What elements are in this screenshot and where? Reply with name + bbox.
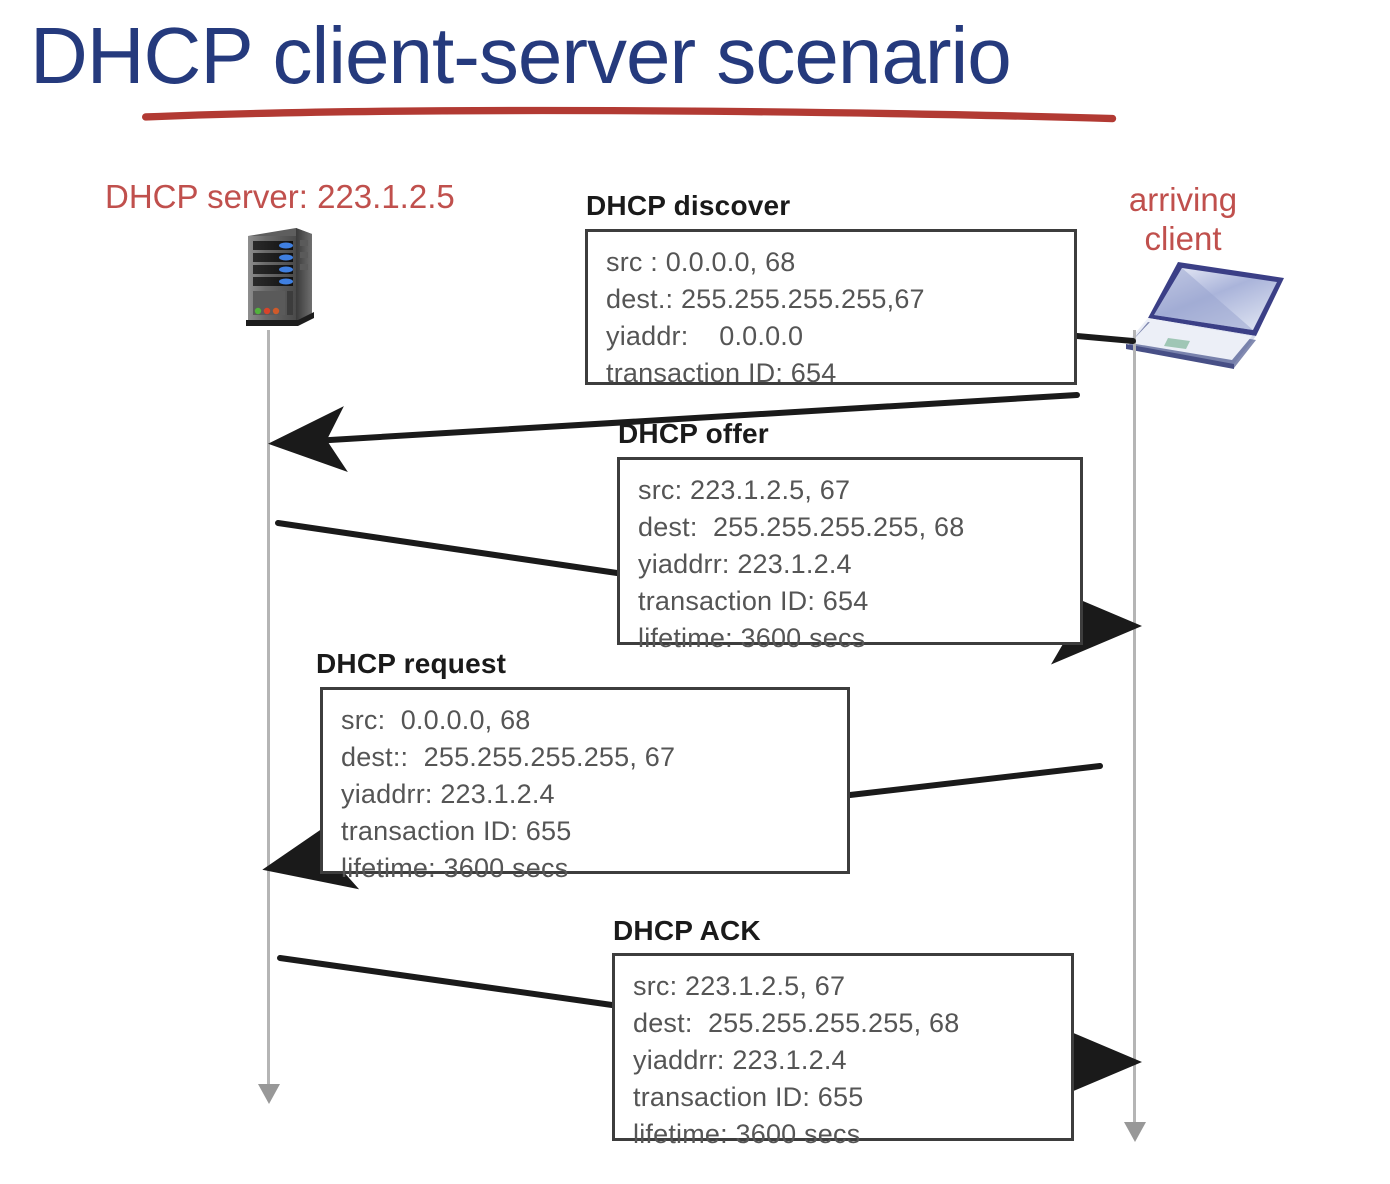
ack-line-dest: dest: 255.255.255.255, 68 xyxy=(633,1008,960,1038)
discover-line-yiaddr: yiaddr: 0.0.0.0 xyxy=(606,321,804,351)
request-client-stub xyxy=(847,763,1103,798)
offer-line-lifetime: lifetime: 3600 secs xyxy=(638,623,866,653)
request-line-yiaddrr: yiaddrr: 223.1.2.4 xyxy=(341,779,555,809)
offer-line-src: src: 223.1.2.5, 67 xyxy=(638,475,851,505)
ack-message-box: src: 223.1.2.5, 67 dest: 255.255.255.255… xyxy=(612,953,1074,1149)
ack-server-stub xyxy=(277,955,615,1008)
discover-title: DHCP discover xyxy=(586,190,791,221)
request-arrow xyxy=(262,813,360,890)
request-line-dest: dest:: 255.255.255.255, 67 xyxy=(341,742,676,772)
offer-message-box: src: 223.1.2.5, 67 dest: 255.255.255.255… xyxy=(617,457,1083,653)
title-underline xyxy=(141,106,1117,123)
client-label-line1: arriving xyxy=(1128,181,1238,218)
page-title: DHCP client-server scenario xyxy=(30,11,1012,100)
client-label: arriving client xyxy=(1088,180,1278,258)
request-line-src: src: 0.0.0.0, 68 xyxy=(341,705,531,735)
server-tower-icon xyxy=(246,228,314,326)
discover-line-src: src : 0.0.0.0, 68 xyxy=(606,247,796,277)
offer-line-transaction-id: transaction ID: 654 xyxy=(638,586,869,616)
ack-title: DHCP ACK xyxy=(613,915,761,946)
server-timeline xyxy=(267,330,270,1100)
client-label-line2: client xyxy=(1144,220,1222,257)
discover-line-transaction-id: transaction ID: 654 xyxy=(606,358,837,388)
client-timeline-arrowhead-icon xyxy=(1124,1122,1146,1142)
ack-line-lifetime: lifetime: 3600 secs xyxy=(633,1119,861,1149)
offer-line-yiaddrr: yiaddrr: 223.1.2.4 xyxy=(638,549,852,579)
ack-line-yiaddrr: yiaddrr: 223.1.2.4 xyxy=(633,1045,847,1075)
laptop-icon xyxy=(1126,262,1284,369)
discover-line-dest: dest.: 255.255.255.255,67 xyxy=(606,284,925,314)
request-message-box: src: 0.0.0.0, 68 dest:: 255.255.255.255,… xyxy=(320,687,850,883)
offer-server-stub xyxy=(275,520,620,576)
offer-title: DHCP offer xyxy=(618,418,769,449)
ack-line-src: src: 223.1.2.5, 67 xyxy=(633,971,846,1001)
client-timeline xyxy=(1133,330,1136,1138)
discover-message-box: src : 0.0.0.0, 68 dest.: 255.255.255.255… xyxy=(585,229,1077,388)
ack-line-transaction-id: transaction ID: 655 xyxy=(633,1082,864,1112)
request-title: DHCP request xyxy=(316,648,507,679)
request-line-lifetime: lifetime: 3600 secs xyxy=(341,853,569,883)
server-label: DHCP server: 223.1.2.5 xyxy=(105,178,455,215)
request-line-transaction-id: transaction ID: 655 xyxy=(341,816,572,846)
server-timeline-arrowhead-icon xyxy=(258,1084,280,1104)
offer-line-dest: dest: 255.255.255.255, 68 xyxy=(638,512,965,542)
